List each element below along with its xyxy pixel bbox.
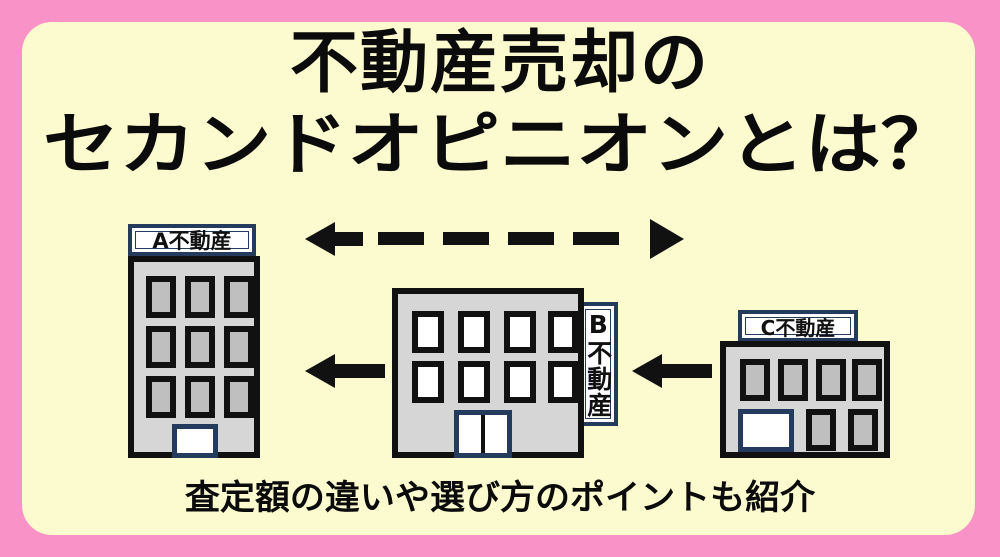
building-b-door [454,410,512,458]
building-b-body [392,288,584,458]
dashed-arrow-left-head [305,222,363,256]
building-c-window [740,359,770,401]
building-a-window [146,376,176,418]
title-line-2: セカンドオピニオンとは？ [43,106,957,185]
building-a-window [185,326,215,368]
building-b-window [458,361,490,403]
arrow-head-right [650,219,684,259]
subtitle: 査定額の違いや選び方のポイントも紹介 [184,478,816,518]
building-c-window [816,359,846,401]
arrow-shaft [333,232,363,246]
building-b-window [412,361,444,403]
building-a-window [185,276,215,318]
building-a-window [146,276,176,318]
building-c-window [778,359,808,401]
title-line-1: 不動産売却の [289,24,710,103]
arrow-dash-3 [508,232,554,245]
arrow-head-left [305,354,335,388]
arrow-shaft [660,364,712,378]
arrow-head-left [632,354,662,388]
building-b-window [548,311,578,353]
building-a-sign-label: A不動産 [152,229,232,253]
arrow-head-left [305,222,335,256]
building-b-sign-label: B不動産 [583,310,613,418]
building-b-window [548,361,578,403]
arrow-dash-2 [443,232,489,245]
building-a-window [224,326,254,368]
building-a-sign: A不動産 [128,224,256,256]
arrow-b-to-a [305,354,385,388]
arrow-dash-1 [378,232,424,245]
building-c-sign: C不動産 [738,310,858,342]
building-a-door [172,424,218,458]
building-a-window [224,376,254,418]
door-split-line [481,415,485,453]
building-c-window [806,409,836,451]
building-c-door [738,409,794,452]
building-b-window [504,361,536,403]
page-title: 不動産売却の セカンドオピニオンとは？ [0,30,1000,180]
building-a-window [146,326,176,368]
arrow-dash-4 [573,232,619,245]
building-b-sign: B不動産 [578,302,618,426]
building-c-sign-label: C不動産 [760,315,836,340]
building-b-window [458,311,490,353]
building-a-window [185,376,215,418]
building-a-window [224,276,254,318]
building-b-window [412,311,444,353]
building-c-window [848,409,878,451]
building-c-window [852,359,882,401]
arrow-shaft [333,364,385,378]
building-a-body [128,256,260,458]
building-c-body [720,341,890,458]
building-b-window [504,311,536,353]
arrow-c-to-b [632,354,712,388]
